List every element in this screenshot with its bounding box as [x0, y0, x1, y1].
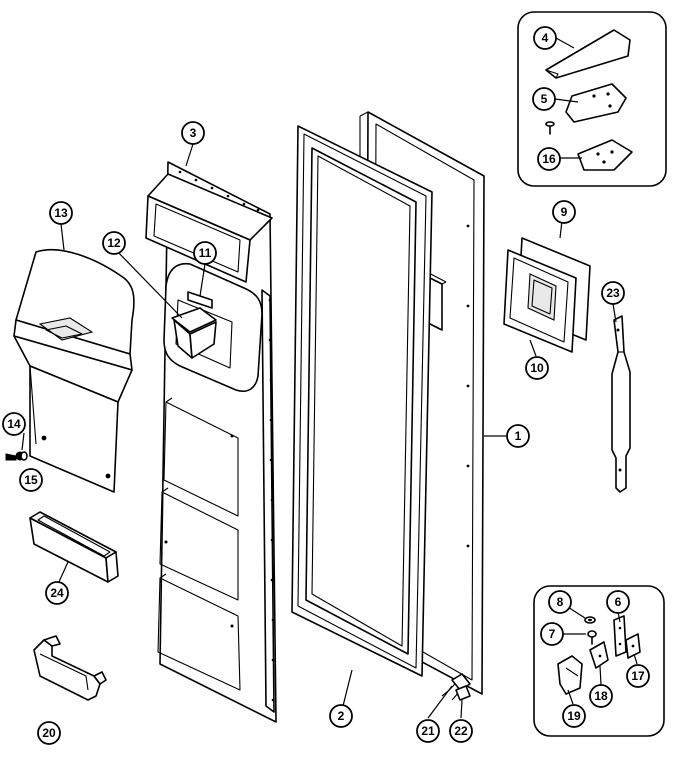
svg-text:3: 3	[190, 126, 197, 140]
callout-13: 13	[49, 201, 73, 225]
svg-text:8: 8	[557, 595, 564, 609]
svg-text:23: 23	[606, 286, 620, 300]
callout-12: 12	[102, 231, 126, 255]
callout-16: 16	[537, 147, 561, 171]
callout-24: 24	[45, 581, 69, 605]
svg-text:20: 20	[42, 726, 56, 740]
svg-text:21: 21	[421, 724, 435, 738]
wire-harness	[441, 673, 471, 701]
hinge-bar	[611, 315, 631, 493]
callout-14: 14	[2, 412, 26, 436]
door-bin	[29, 511, 119, 583]
svg-text:1: 1	[515, 429, 522, 443]
callout-17: 17	[626, 664, 650, 688]
door-gasket	[291, 125, 433, 677]
svg-text:17: 17	[631, 669, 645, 683]
dispenser-housing	[13, 248, 135, 493]
hinge-cover-group	[517, 11, 667, 187]
hinge-hardware-group	[533, 585, 665, 737]
svg-text:14: 14	[7, 417, 21, 431]
inner-door-liner	[145, 161, 277, 723]
svg-text:15: 15	[24, 473, 38, 487]
svg-text:19: 19	[567, 709, 581, 723]
callout-10: 10	[525, 356, 549, 380]
svg-text:24: 24	[50, 586, 64, 600]
callout-8: 8	[548, 590, 572, 614]
callout-18: 18	[589, 684, 613, 708]
callout-15: 15	[19, 468, 43, 492]
svg-text:10: 10	[530, 361, 544, 375]
screw-and-washer	[5, 451, 28, 461]
callout-23: 23	[601, 281, 625, 305]
svg-text:16: 16	[542, 152, 556, 166]
callout-5: 5	[532, 87, 556, 111]
callout-21: 21	[416, 719, 440, 743]
svg-text:7: 7	[549, 627, 556, 641]
svg-text:12: 12	[107, 236, 121, 250]
callout-4: 4	[533, 26, 557, 50]
callout-11: 11	[193, 241, 217, 265]
door-bin-clip	[33, 635, 107, 701]
callout-9: 9	[552, 200, 576, 224]
svg-text:13: 13	[54, 206, 68, 220]
svg-text:5: 5	[541, 92, 548, 106]
svg-text:2: 2	[338, 709, 345, 723]
svg-text:11: 11	[199, 246, 212, 260]
svg-text:18: 18	[594, 689, 608, 703]
callout-3: 3	[181, 121, 205, 145]
dispenser-frame	[503, 237, 591, 353]
callout-22: 22	[449, 719, 473, 743]
svg-text:4: 4	[542, 31, 549, 45]
callout-2: 2	[329, 704, 353, 728]
svg-text:22: 22	[454, 724, 468, 738]
svg-text:6: 6	[615, 595, 622, 609]
callout-6: 6	[606, 590, 630, 614]
callout-7: 7	[540, 622, 564, 646]
callout-1: 1	[506, 424, 530, 448]
callout-19: 19	[562, 704, 586, 728]
svg-text:9: 9	[561, 205, 568, 219]
callout-20: 20	[37, 721, 61, 745]
